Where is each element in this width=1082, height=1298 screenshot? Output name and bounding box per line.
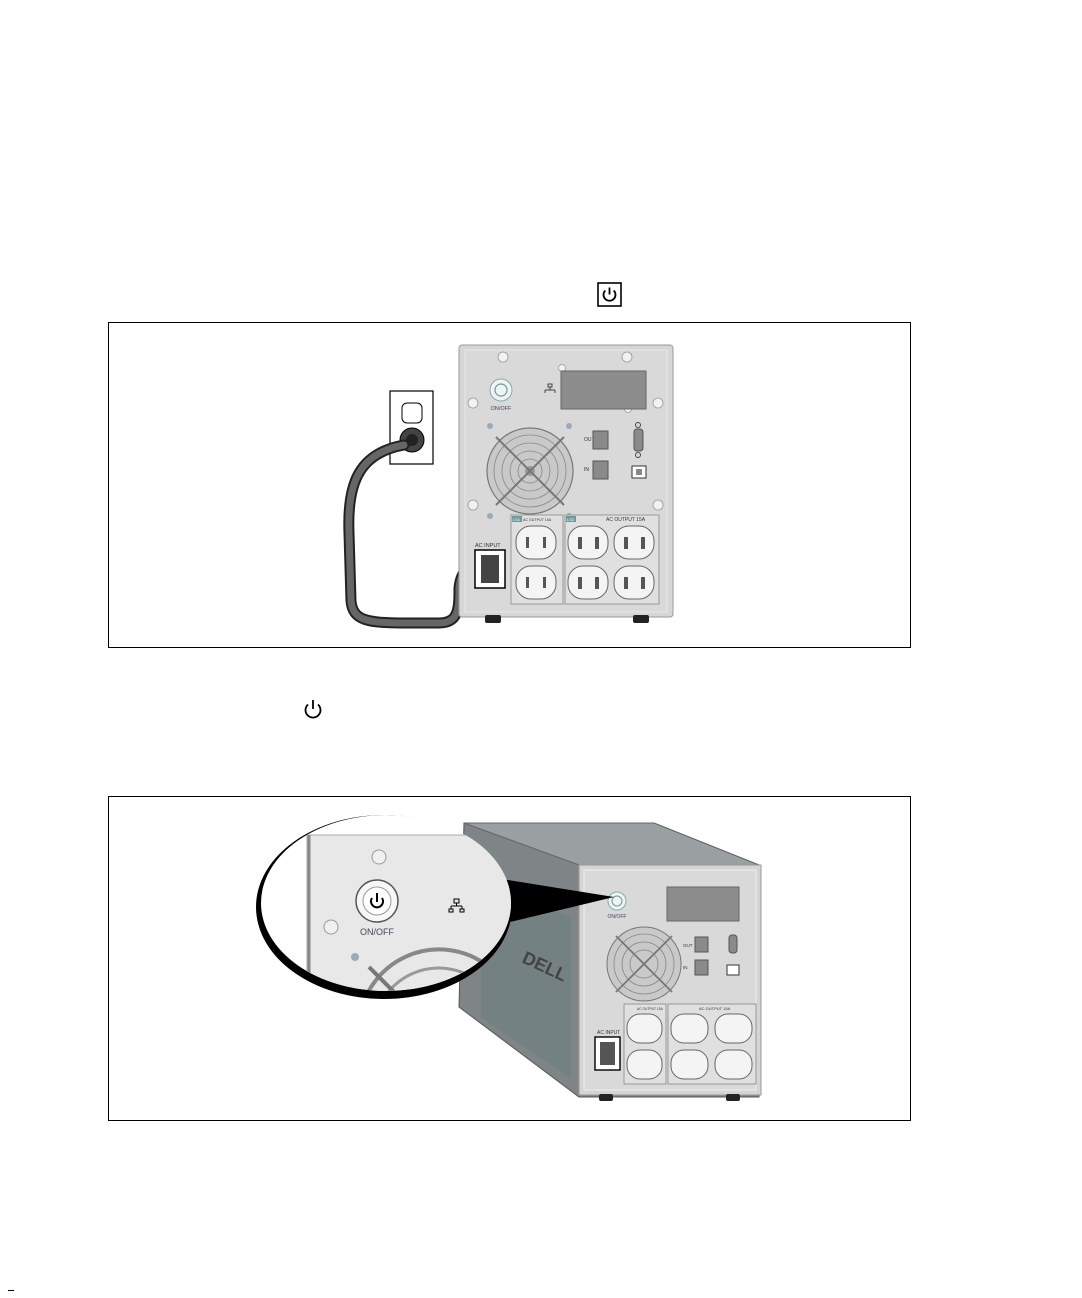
ac-input-label-2: AC INPUT — [597, 1030, 620, 1036]
wall-outlet — [390, 391, 433, 464]
ac-input-label: AC INPUT — [475, 543, 501, 549]
port-out-label-2: OUT — [683, 943, 693, 948]
ups-power-label-small: ON/OFF — [608, 914, 627, 920]
power-icon — [301, 697, 325, 721]
group1-label-2: AC OUTPUT 15A — [637, 1007, 664, 1011]
zoom-power-label: ON/OFF — [360, 927, 394, 937]
ups-power-label: ON/OFF — [491, 406, 512, 412]
fan — [487, 428, 573, 514]
figure-ups-power-button-location: DELL ON/OFF OUT IN AC OU — [108, 796, 911, 1121]
boxed-power-icon — [597, 282, 622, 307]
group1-label: AC OUTPUT 15A — [523, 518, 552, 522]
group2-badge: LS2 — [567, 517, 575, 522]
ups-chassis: DELL ON/OFF OUT IN AC OU — [459, 823, 761, 1101]
ups-rear-panel: ON/OFF OUT IN — [459, 345, 673, 623]
group1-badge: LS1 — [513, 517, 521, 522]
figure-ups-power-cord-connection: ON/OFF OUT IN — [108, 322, 911, 648]
port-in-label: IN — [584, 467, 589, 473]
port-in-label-2: IN — [683, 965, 688, 970]
page-mark — [8, 1290, 14, 1291]
group2-label: AC OUTPUT 15A — [606, 517, 646, 523]
group2-label-2: AC OUTPUT 15A — [699, 1006, 731, 1011]
